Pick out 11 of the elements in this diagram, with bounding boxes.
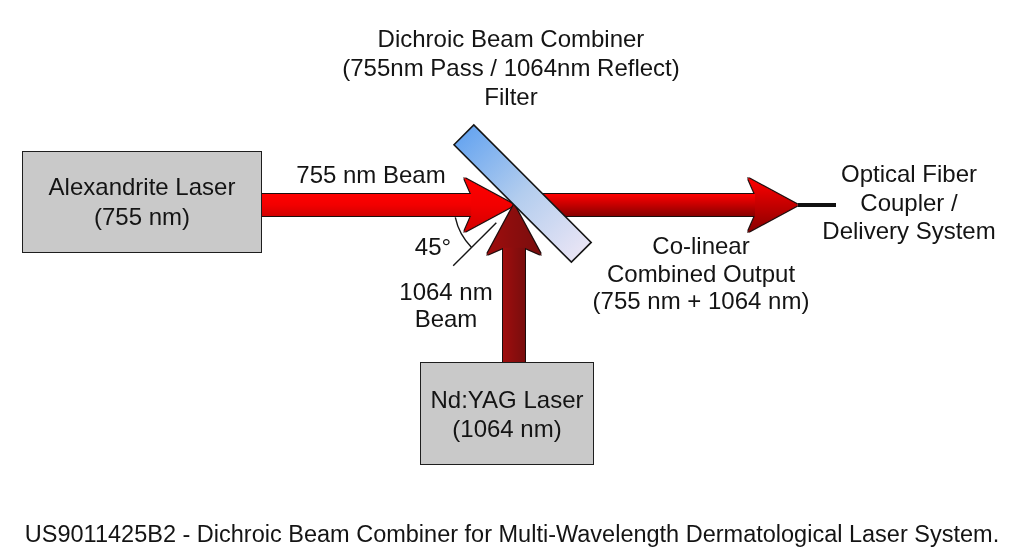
angle-label: 45° (414, 233, 452, 261)
box-label: Alexandrite Laser (755 nm) (48, 172, 236, 232)
beam-label: 755 nm Beam (296, 161, 446, 189)
box-label: Nd:YAG Laser (1064 nm) (430, 384, 584, 443)
component-label: Dichroic Beam Combiner (755nm Pass / 1064nm Reflect) Filter (342, 24, 680, 111)
beam-label: 1064 nm Beam (399, 278, 493, 332)
laser-box (420, 362, 594, 465)
laser-box (22, 151, 262, 253)
caption: US9011425B2 - Dichroic Beam Combiner for Multi-Wavelength Dermatological Laser System. (24, 521, 1000, 547)
output-label: Optical Fiber Coupler / Delivery System (822, 160, 996, 246)
beam-label: Co-linear Combined Output (755 nm + 1064 nm) (592, 232, 810, 315)
